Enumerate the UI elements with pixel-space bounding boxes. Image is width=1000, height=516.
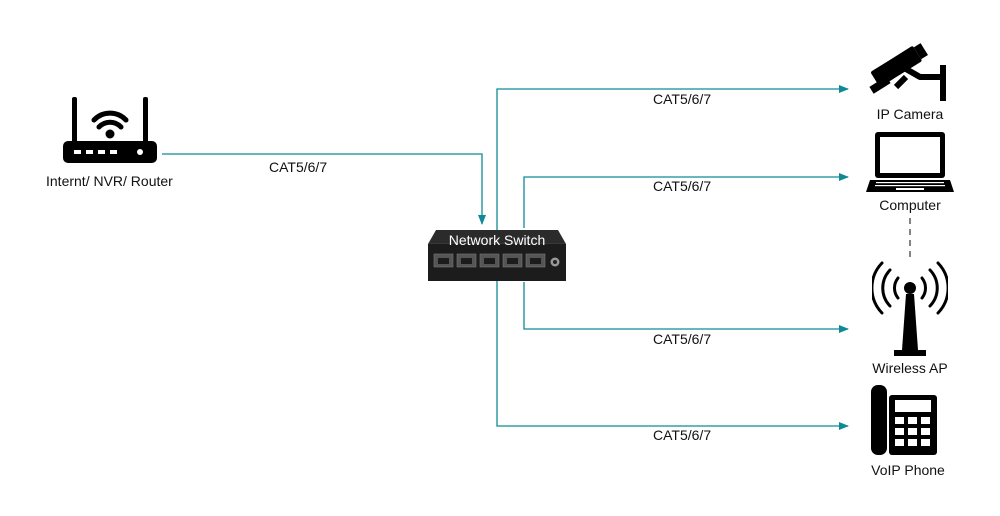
cable-label-router-switch: CAT5/6/7 [269,159,328,175]
cable-switch-to-ap [523,282,849,333]
cable-label-switch-phone: CAT5/6/7 [653,427,712,443]
network-switch-icon [428,230,566,281]
cable-switch-to-computer [523,173,849,228]
network-switch: Network Switch [426,228,568,282]
laptop-icon [866,132,954,192]
computer-label: Computer [879,197,941,213]
cctv-camera-icon [869,43,946,101]
cable-label-switch-camera: CAT5/6/7 [653,91,712,107]
cable-label-switch-ap: CAT5/6/7 [653,331,712,347]
switch-label: Network Switch [448,232,546,248]
ip-camera-label: IP Camera [876,106,944,122]
cable-switch-to-camera [496,85,849,282]
router-label: Internt/ NVR/ Router [46,173,173,189]
cable-label-switch-computer: CAT5/6/7 [653,178,712,194]
cable-router-to-switch [162,153,486,225]
wifi-router-icon [63,97,157,163]
antenna-tower-icon [872,261,948,356]
cable-switch-to-phone [496,282,849,430]
wireless-ap-label: Wireless AP [872,360,948,376]
desk-phone-icon [871,385,937,455]
voip-phone-label: VoIP Phone [871,462,945,478]
